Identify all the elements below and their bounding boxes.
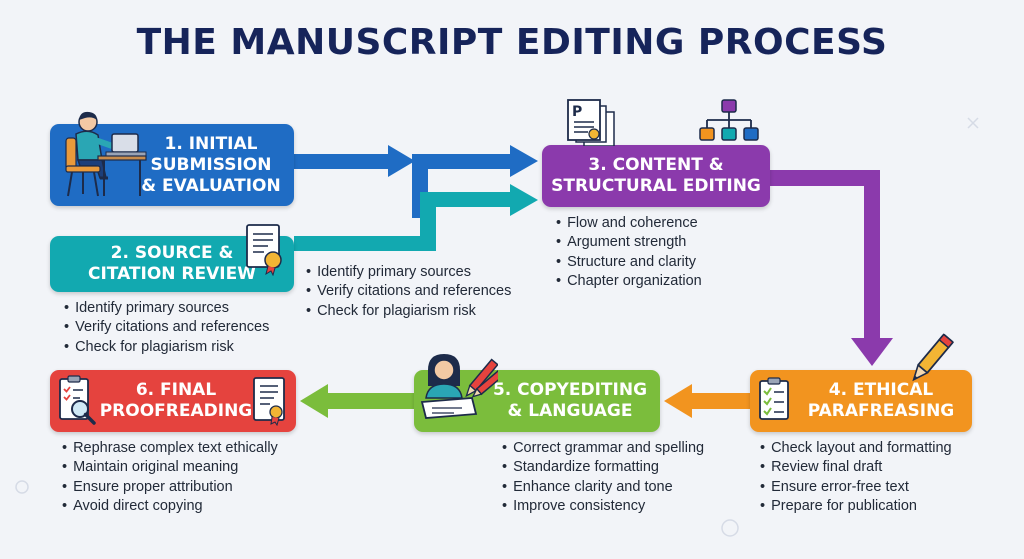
step-2-title-line: 2. SOURCE & (110, 243, 234, 263)
list-item: Enhance clarity and tone (502, 478, 704, 497)
arrow-step5-to-step6 (300, 384, 414, 418)
step-4-title-line: 4. ETHICAL (828, 380, 934, 400)
step-6-title-line: PROOFREADING (99, 401, 253, 421)
list-item: Check for plagiarism risk (64, 338, 269, 357)
list-item: Flow and coherence (556, 214, 702, 233)
magnifier-checklist-icon (59, 375, 96, 425)
list-item: Check layout and formatting (760, 439, 952, 458)
list-item: Verify citations and references (64, 318, 269, 337)
documents-icon: P (567, 99, 615, 146)
side-bullet-list: Identify primary sources Verify citation… (306, 263, 511, 321)
decor-circle (721, 519, 739, 537)
list-item: Identify primary sources (64, 299, 269, 318)
svg-text:P: P (572, 104, 582, 120)
person-at-laptop-icon (65, 111, 147, 197)
person-writing-icon (420, 354, 498, 419)
step-1-title-line: & EVALUATION (141, 175, 281, 196)
decor-cross (967, 117, 979, 129)
arrow-step4-to-step5 (664, 384, 750, 418)
list-item: Ensure proper attribution (62, 478, 278, 497)
list-item: Standardize formatting (502, 458, 704, 477)
step-3-box: 3. CONTENT & STRUCTURAL EDITING (542, 145, 770, 207)
list-item: Structure and clarity (556, 253, 702, 272)
arrow-step1-out (294, 145, 415, 177)
arrow-step2-to-step3 (294, 184, 538, 251)
step-5-title-line: 5. COPYEDITING (492, 380, 648, 400)
certificate-document-icon (246, 224, 282, 276)
list-item: Check for plagiarism risk (306, 302, 511, 321)
list-item: Review final draft (760, 458, 952, 477)
step-3-title-line: 3. CONTENT & (588, 155, 724, 175)
step-3-bullet-list: Flow and coherence Argument strength Str… (556, 214, 702, 291)
step-4-bullet-list: Check layout and formatting Review final… (760, 439, 952, 516)
step-1-title-line: SUBMISSION (150, 154, 272, 175)
list-item: Improve consistency (502, 497, 704, 516)
list-item: Argument strength (556, 233, 702, 252)
decor-circle (15, 480, 29, 494)
step-4-title-line: PARAFREASING (807, 401, 955, 421)
page-title: THE MANUSCRIPT EDITING PROCESS (136, 22, 888, 63)
list-item: Identify primary sources (306, 263, 511, 282)
list-item: Rephrase complex text ethically (62, 439, 278, 458)
step-3-title-line: STRUCTURAL EDITING (551, 176, 761, 196)
step-6-title-line: 6. FINAL (135, 380, 217, 400)
step-5-title-line: & LANGUAGE (507, 401, 633, 421)
arrow-to-step3-top (412, 145, 538, 218)
checklist-icon (759, 377, 789, 420)
org-chart-icon (699, 99, 759, 141)
step-6-bullet-list: Rephrase complex text ethically Maintain… (62, 439, 278, 516)
step-1-title-line: 1. INITIAL (164, 133, 258, 154)
step-5-bullet-list: Correct grammar and spelling Standardize… (502, 439, 704, 516)
list-item: Chapter organization (556, 272, 702, 291)
list-item: Correct grammar and spelling (502, 439, 704, 458)
step-2-bullet-list: Identify primary sources Verify citation… (64, 299, 269, 357)
list-item: Prepare for publication (760, 497, 952, 516)
step-2-title-line: CITATION REVIEW (88, 264, 256, 284)
list-item: Ensure error-free text (760, 478, 952, 497)
pencil-icon (912, 333, 955, 382)
list-item: Maintain original meaning (62, 458, 278, 477)
list-item: Avoid direct copying (62, 497, 278, 516)
arrow-step3-to-step4 (770, 170, 893, 366)
certificate-icon (253, 377, 285, 426)
list-item: Verify citations and references (306, 282, 511, 301)
